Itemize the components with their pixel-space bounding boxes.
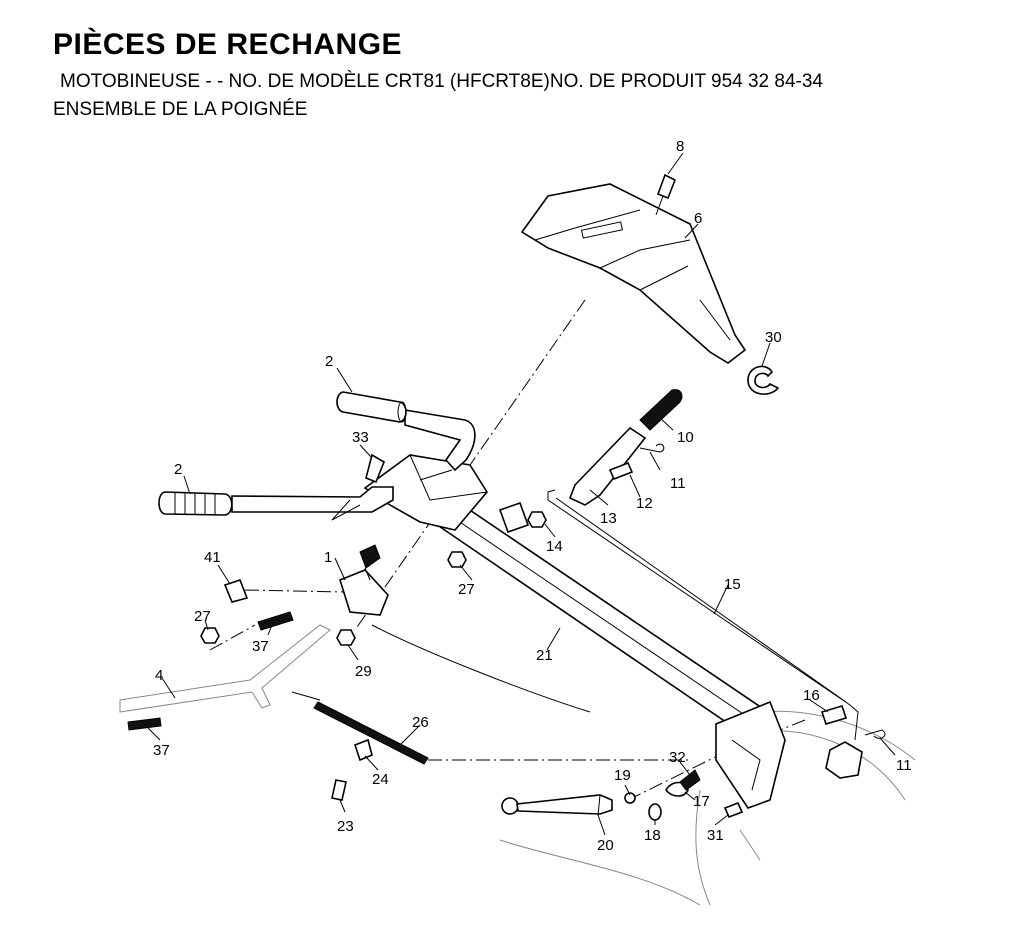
callout-15: 15 xyxy=(724,576,741,593)
callout-37-upper: 37 xyxy=(252,638,269,655)
grip-lower-part xyxy=(158,491,233,516)
callout-4: 4 xyxy=(155,667,163,684)
callout-14: 14 xyxy=(546,538,563,555)
handlebar-bracket-part xyxy=(363,454,530,534)
callout-10: 10 xyxy=(677,429,694,446)
retaining-ring-30 xyxy=(747,365,780,395)
spring-32-part xyxy=(679,769,701,791)
nut-27-upper xyxy=(447,551,467,568)
callout-19: 19 xyxy=(614,767,631,784)
assembly-line-16 xyxy=(759,719,806,739)
pin-37-upper xyxy=(257,611,294,631)
callout-1: 1 xyxy=(324,549,332,566)
bolt-16-part xyxy=(820,705,848,725)
lever-1-part xyxy=(339,544,389,616)
callout-12: 12 xyxy=(636,495,653,512)
bolt-23-part xyxy=(331,779,347,801)
bolt-33-part xyxy=(365,453,385,484)
callout-41: 41 xyxy=(204,549,221,566)
washer-18-part xyxy=(648,803,662,821)
bolt-12-part xyxy=(608,461,634,481)
nut-14-part xyxy=(527,511,547,528)
pin-37-lower xyxy=(127,717,162,731)
model-subtitle: MOTOBINEUSE - - NO. DE MODÈLE CRT81 (HFC… xyxy=(60,71,823,92)
callout-26: 26 xyxy=(412,714,429,731)
cable-26-part xyxy=(313,701,429,765)
grip-upper-part xyxy=(336,391,407,423)
shift-handle-20-part xyxy=(501,794,613,817)
callout-11-lower: 11 xyxy=(896,757,912,774)
assembly-line-41 xyxy=(244,589,346,593)
frame-outline xyxy=(499,710,916,906)
pin-11-lower xyxy=(864,729,886,739)
handle-cover-part xyxy=(520,183,747,364)
callout-2-lower: 2 xyxy=(174,461,182,478)
callout-8: 8 xyxy=(676,138,684,155)
callout-27-upper: 27 xyxy=(458,581,475,598)
cable-26-end xyxy=(291,691,321,701)
assembly-line-27 xyxy=(209,624,256,651)
washer-19-part xyxy=(624,792,636,804)
page-title: PIÈCES DE RECHANGE xyxy=(53,28,403,61)
callout-24: 24 xyxy=(372,771,389,788)
callout-13: 13 xyxy=(600,510,617,527)
callout-29: 29 xyxy=(355,663,372,680)
nut-29-part xyxy=(336,629,356,646)
shift-rod-part xyxy=(547,489,859,741)
shift-bracket-part xyxy=(825,741,863,779)
callout-23: 23 xyxy=(337,818,354,835)
screw-31-part xyxy=(723,801,744,819)
callout-20: 20 xyxy=(597,837,614,854)
leader-lines xyxy=(147,152,896,836)
shift-lever-part xyxy=(568,389,683,506)
callout-33: 33 xyxy=(352,429,369,446)
callout-6: 6 xyxy=(694,210,702,227)
handlebar-part xyxy=(231,409,476,521)
callout-37-lower: 37 xyxy=(153,742,170,759)
callout-18: 18 xyxy=(644,827,661,844)
clip-41-part xyxy=(223,579,249,603)
callout-31: 31 xyxy=(707,827,724,844)
knob-10-part xyxy=(639,389,683,431)
section-title: ENSEMBLE DE LA POIGNÉE xyxy=(53,99,308,120)
clamp-24-part xyxy=(353,738,373,762)
screw-8-part xyxy=(655,173,677,216)
throttle-cable-line xyxy=(371,624,591,713)
callout-30: 30 xyxy=(765,329,782,346)
callout-27-lower: 27 xyxy=(194,608,211,625)
pin-11-upper xyxy=(639,443,665,453)
nut-27-lower xyxy=(200,627,220,644)
callout-17: 17 xyxy=(693,793,710,810)
callout-16: 16 xyxy=(803,687,820,704)
callout-32: 32 xyxy=(669,749,686,766)
callout-11-upper: 11 xyxy=(670,475,686,492)
handle-tube-part xyxy=(428,499,786,809)
callout-21: 21 xyxy=(536,647,553,664)
bracket-4-part xyxy=(119,624,331,713)
callout-2-upper: 2 xyxy=(325,353,333,370)
